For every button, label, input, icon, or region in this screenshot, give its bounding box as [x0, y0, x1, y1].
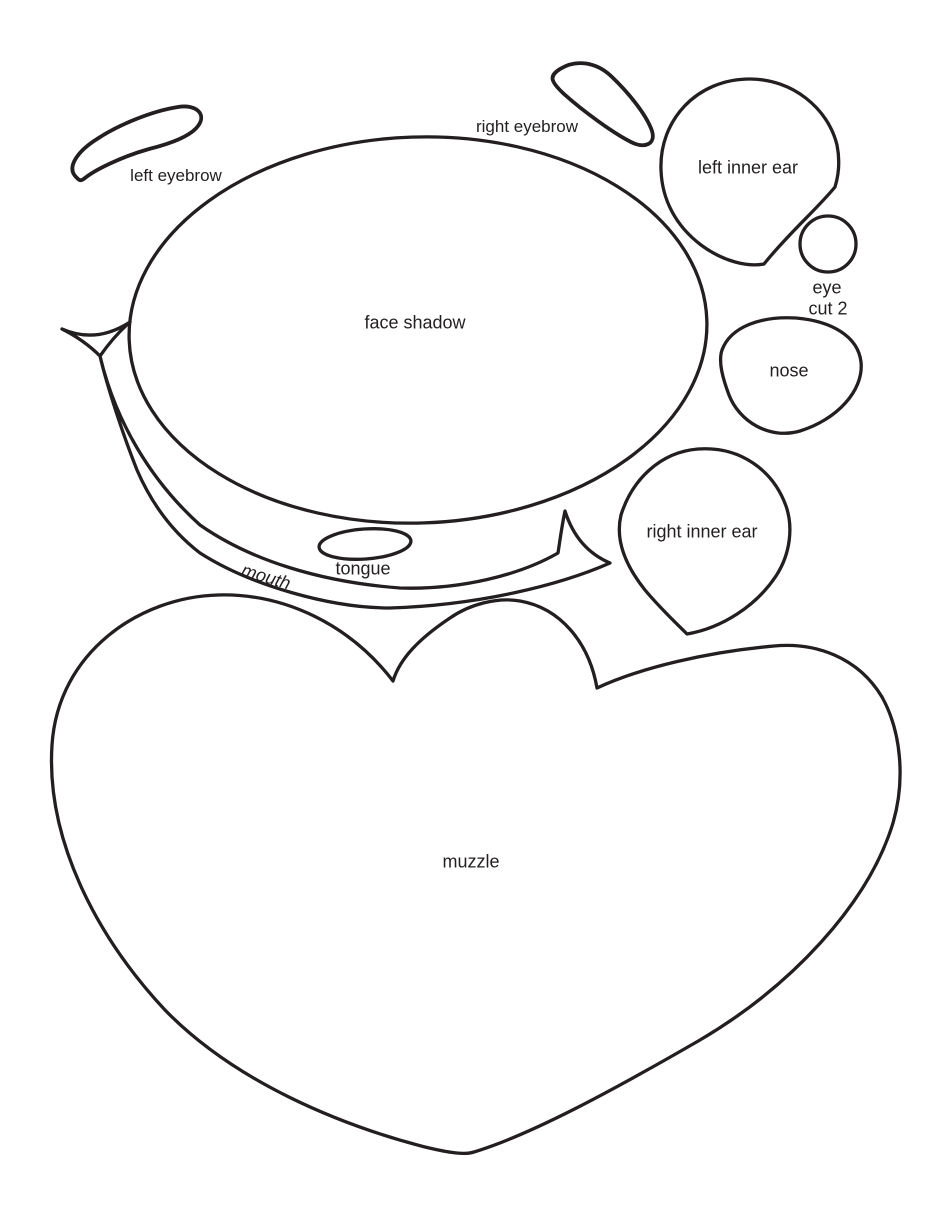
- tongue-shape: [317, 527, 413, 561]
- label-nose: nose: [769, 360, 809, 381]
- mouth-shape: [60, 320, 612, 610]
- right-inner-ear-shape: [617, 447, 792, 636]
- left-eyebrow-shape: [70, 104, 204, 183]
- muzzle-shape: [49, 593, 902, 1155]
- right-eyebrow-shape: [550, 61, 655, 147]
- label-left-eyebrow: left eyebrow: [130, 166, 222, 186]
- label-left-inner-ear: left inner ear: [697, 157, 799, 178]
- label-right-inner-ear: right inner ear: [646, 521, 758, 542]
- left-inner-ear-shape: [659, 77, 841, 267]
- nose-shape: [718, 316, 863, 435]
- label-face-shadow: face shadow: [364, 312, 466, 333]
- eye-shape: [798, 214, 858, 274]
- label-muzzle: muzzle: [442, 851, 500, 872]
- face-shadow-shape: [127, 135, 709, 525]
- label-eye: eye: [812, 277, 842, 298]
- label-eye-cut-note: cut 2: [808, 298, 848, 319]
- label-right-eyebrow: right eyebrow: [475, 117, 579, 137]
- label-tongue: tongue: [335, 558, 391, 579]
